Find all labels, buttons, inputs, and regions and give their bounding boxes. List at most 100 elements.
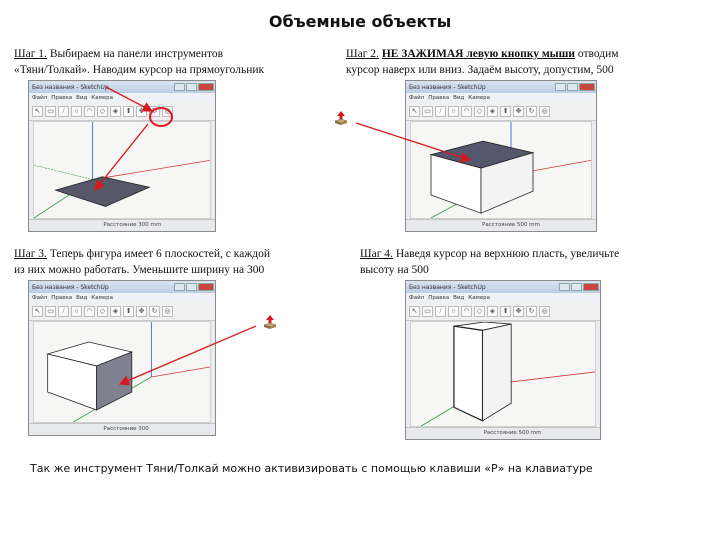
eraser-tool-icon[interactable]: ◇	[474, 305, 485, 317]
viewport-4[interactable]	[410, 321, 596, 427]
arc-tool-icon[interactable]: ◠	[461, 305, 472, 317]
rotate-tool-icon[interactable]: ↻	[149, 105, 160, 117]
viewport-1[interactable]	[33, 121, 211, 219]
menu-view[interactable]: Вид	[453, 294, 465, 301]
pushpull-tool-icon[interactable]: ⬆	[500, 305, 511, 317]
menu-view[interactable]: Вид	[76, 94, 88, 101]
select-tool-icon[interactable]: ↖	[409, 305, 420, 317]
menu-file[interactable]: Файл	[32, 94, 48, 101]
pushpull-tool-icon[interactable]: ⬆	[123, 305, 134, 317]
circle-tool-icon[interactable]: ○	[448, 305, 459, 317]
move-tool-icon[interactable]: ✥	[513, 305, 524, 317]
menu-view[interactable]: Вид	[453, 94, 465, 101]
menu-file[interactable]: Файл	[409, 294, 425, 301]
menu-file[interactable]: Файл	[32, 294, 48, 301]
pushpull-tool-icon[interactable]: ⬆	[123, 105, 134, 117]
menu-edit[interactable]: Правка	[428, 294, 450, 301]
menu-edit[interactable]: Правка	[51, 94, 73, 101]
rectangle-tool-icon[interactable]: ▭	[422, 305, 433, 317]
arc-tool-icon[interactable]: ◠	[84, 305, 95, 317]
pushpull-tool-icon[interactable]: ⬆	[500, 105, 511, 117]
rectangle-tool-icon[interactable]: ▭	[45, 105, 56, 117]
maximize-button[interactable]	[567, 83, 578, 91]
step-3-text-line1: Теперь фигура имеет 6 плоскостей, с кажд…	[46, 248, 271, 260]
eraser-tool-icon[interactable]: ◇	[97, 105, 108, 117]
maximize-button[interactable]	[571, 283, 582, 291]
arc-tool-icon[interactable]: ◠	[84, 105, 95, 117]
circle-tool-icon[interactable]: ○	[71, 305, 82, 317]
paint-tool-icon[interactable]: ◈	[487, 105, 498, 117]
window-titlebar: Без названия - SketchUp	[406, 81, 596, 93]
eraser-tool-icon[interactable]: ◇	[97, 305, 108, 317]
menu-edit[interactable]: Правка	[51, 294, 73, 301]
close-button[interactable]	[583, 283, 599, 291]
rectangle-tool-icon[interactable]: ▭	[422, 105, 433, 117]
eraser-tool-icon[interactable]: ◇	[474, 105, 485, 117]
maximize-button[interactable]	[186, 83, 197, 91]
statusbar: Расстояние 300	[29, 423, 215, 435]
step-2-caption: Шаг 2. НЕ ЗАЖИМАЯ левую кнопку мыши отво…	[346, 46, 619, 78]
circle-tool-icon[interactable]: ○	[71, 105, 82, 117]
select-tool-icon[interactable]: ↖	[409, 105, 420, 117]
line-tool-icon[interactable]: /	[58, 305, 69, 317]
line-tool-icon[interactable]: /	[435, 305, 446, 317]
box-front-face[interactable]	[453, 325, 484, 422]
close-button[interactable]	[198, 283, 214, 291]
window-titlebar: Без названия - SketchUp	[29, 81, 215, 93]
circle-tool-icon[interactable]: ○	[448, 105, 459, 117]
menu-view[interactable]: Вид	[76, 294, 88, 301]
offset-tool-icon[interactable]: ◎	[162, 305, 173, 317]
viewport-2[interactable]	[410, 121, 592, 219]
offset-tool-icon[interactable]: ◎	[162, 105, 173, 117]
rotate-tool-icon[interactable]: ↻	[526, 305, 537, 317]
rectangle-tool-icon[interactable]: ▭	[45, 305, 56, 317]
close-button[interactable]	[198, 83, 214, 91]
line-tool-icon[interactable]: /	[58, 105, 69, 117]
step-2-bold: НЕ ЗАЖИМАЯ левую кнопку мыши	[381, 48, 575, 60]
box-side-face[interactable]	[480, 152, 534, 214]
maximize-button[interactable]	[186, 283, 197, 291]
move-tool-icon[interactable]: ✥	[136, 105, 147, 117]
rotate-tool-icon[interactable]: ↻	[526, 105, 537, 117]
offset-tool-icon[interactable]: ◎	[539, 105, 550, 117]
scene-2	[429, 122, 591, 218]
box-side-face[interactable]	[482, 323, 512, 422]
statusbar: Расстояние 300 mm	[29, 219, 215, 231]
viewport-3[interactable]	[33, 321, 211, 423]
step-2-text-line1: отводим	[574, 48, 619, 60]
select-tool-icon[interactable]: ↖	[32, 305, 43, 317]
close-button[interactable]	[579, 83, 595, 91]
menu-edit[interactable]: Правка	[428, 94, 450, 101]
arc-tool-icon[interactable]: ◠	[461, 105, 472, 117]
offset-tool-icon[interactable]: ◎	[539, 305, 550, 317]
menu-camera[interactable]: Камера	[91, 94, 113, 101]
menu-camera[interactable]: Камера	[91, 294, 113, 301]
rectangle-face[interactable]	[54, 176, 151, 207]
window-title: Без названия - SketchUp	[409, 83, 486, 91]
move-tool-icon[interactable]: ✥	[136, 305, 147, 317]
scene-1	[34, 122, 210, 218]
minimize-button[interactable]	[559, 283, 570, 291]
paint-tool-icon[interactable]: ◈	[487, 305, 498, 317]
paint-tool-icon[interactable]: ◈	[110, 305, 121, 317]
rotate-tool-icon[interactable]: ↻	[149, 305, 160, 317]
menu-camera[interactable]: Камера	[468, 294, 490, 301]
pushpull-cursor-icon	[263, 315, 277, 329]
menu-file[interactable]: Файл	[409, 94, 425, 101]
select-tool-icon[interactable]: ↖	[32, 105, 43, 117]
move-tool-icon[interactable]: ✥	[513, 105, 524, 117]
menu-camera[interactable]: Камера	[468, 94, 490, 101]
step-3-text-line2: из них можно работать. Уменьшите ширину …	[14, 264, 265, 276]
minimize-button[interactable]	[555, 83, 566, 91]
step-1-label: Шаг 1.	[14, 48, 47, 60]
toolbar: ↖▭/○◠◇◈⬆✥↻◎	[406, 102, 596, 121]
paint-tool-icon[interactable]: ◈	[110, 105, 121, 117]
statusbar: Расстояние 500 mm	[406, 219, 596, 231]
minimize-button[interactable]	[174, 83, 185, 91]
line-tool-icon[interactable]: /	[435, 105, 446, 117]
minimize-button[interactable]	[174, 283, 185, 291]
toolbar: ↖▭/○◠◇◈⬆✥↻◎	[29, 302, 215, 321]
